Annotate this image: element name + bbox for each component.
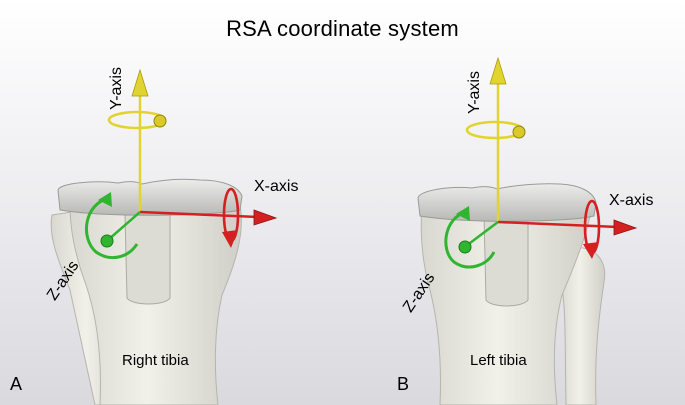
tibia-shaft-a [69,204,242,405]
panel-label-b: B [397,374,410,394]
y-axis-b [465,56,526,222]
medullary-a [124,214,171,305]
tibial-plateau-a [57,178,243,216]
y-axis-label-a: Y-axis [108,67,125,110]
y-axis-label-b: Y-axis [466,71,483,114]
panel-a-illustration [50,68,278,405]
x-axis-label-a: X-axis [254,178,299,195]
medullary-b [483,214,529,307]
x-axis-label-b: X-axis [609,192,654,209]
tibia-label-a: Right tibia [122,352,189,369]
x-axis-a [139,187,278,248]
panel-label-a: A [10,374,23,394]
y-axis-a [107,68,167,212]
z-axis-a [84,192,141,260]
panel-b-illustration [417,56,638,405]
z-axis-b [444,206,499,269]
tibia-label-b: Left tibia [470,352,527,369]
x-axis-b [497,199,638,259]
tibial-plateau-b [417,183,597,222]
figure-title: RSA coordinate system [226,16,459,41]
